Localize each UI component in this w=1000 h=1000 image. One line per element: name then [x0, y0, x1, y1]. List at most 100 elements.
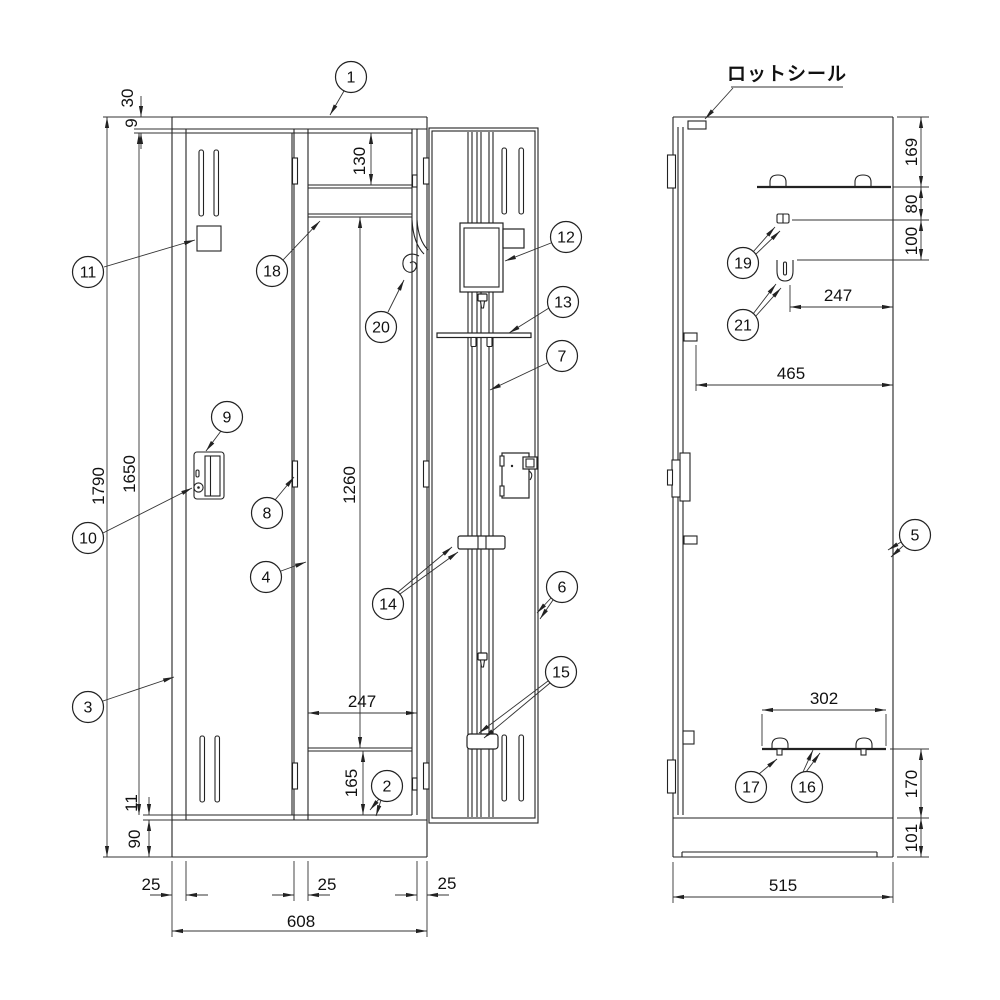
dim-total-height: 1790	[89, 467, 108, 505]
balloon-number: 15	[552, 665, 570, 682]
keyhole-slot-lower	[477, 652, 488, 668]
dim-interior-depth: 465	[777, 364, 805, 383]
extension-lines	[103, 116, 428, 937]
balloon-number: 5	[911, 528, 920, 545]
balloon-circle	[210, 400, 244, 434]
balloon-circle	[544, 655, 578, 689]
balloon-circle	[370, 769, 404, 803]
dim-top-shelf: 130	[350, 147, 369, 175]
balloon-5: 5	[887, 518, 932, 558]
balloon-leader	[802, 749, 814, 773]
balloon-circle	[71, 521, 105, 555]
balloon-8: 8	[250, 476, 295, 530]
lock-back-assembly	[499, 452, 538, 499]
balloon-circle	[71, 690, 105, 724]
dim-top-offset: 169	[902, 138, 921, 166]
mirror-bracket	[502, 228, 525, 249]
dim-shelf-depth: 302	[810, 689, 838, 708]
balloon-circle	[545, 339, 579, 373]
balloon-circle	[334, 60, 368, 94]
balloon-7: 7	[489, 339, 579, 391]
dim-bottom-shelf: 165	[342, 769, 361, 797]
lot-seal-label: ロットシール	[727, 64, 847, 85]
shelf-clip	[854, 174, 872, 187]
name-card-holder	[196, 225, 222, 252]
door-lock-handle	[193, 451, 225, 500]
balloon-leader	[539, 599, 554, 620]
balloon-leader	[754, 287, 782, 318]
balloon-number: 9	[223, 410, 232, 427]
balloon-19: 19	[726, 226, 781, 280]
balloon-number: 10	[79, 531, 97, 548]
balloon-number: 12	[557, 230, 575, 247]
balloon-leader	[478, 680, 549, 734]
balloon-leader	[483, 682, 551, 739]
balloon-number: 8	[263, 506, 272, 523]
balloon-number: 4	[262, 570, 271, 587]
balloon-number: 16	[798, 780, 816, 797]
shelf-clip	[855, 737, 873, 749]
balloon-leader	[805, 752, 821, 773]
balloon-leader	[536, 597, 552, 614]
left-door	[193, 149, 299, 803]
balloon-17: 17	[734, 758, 778, 804]
balloon-leader	[890, 545, 904, 558]
balloon-number: 19	[734, 256, 752, 273]
balloon-number: 13	[554, 295, 572, 312]
dim-wall-mid: 25	[318, 875, 337, 894]
balloon-11: 11	[71, 239, 196, 289]
rail-bracket-lower	[466, 733, 499, 750]
top-shelf-band	[308, 184, 412, 218]
balloon-1: 1	[329, 60, 368, 116]
vent-slots-bottom	[199, 735, 221, 803]
coat-hook	[402, 253, 420, 273]
balloon-3: 3	[71, 676, 175, 724]
balloon-9: 9	[205, 400, 244, 452]
door-hinges	[291, 157, 299, 790]
hook-lower	[776, 260, 794, 282]
balloon-circle	[726, 308, 760, 342]
balloon-14: 14	[371, 546, 459, 621]
open-door-panel	[422, 127, 539, 824]
balloon-circle	[255, 254, 289, 288]
bottom-shelf-side	[762, 737, 886, 756]
shelf-clip	[769, 174, 787, 187]
lot-seal-callout: ロットシール	[704, 64, 847, 120]
dim-lip: 9	[122, 118, 141, 127]
balloon-10: 10	[71, 487, 193, 555]
balloon-leader	[754, 230, 781, 256]
balloon-leader	[397, 546, 453, 593]
hook-upper	[776, 213, 790, 224]
balloon-4: 4	[249, 560, 307, 594]
dim-base-gap: 11	[122, 794, 141, 812]
balloon-number: 3	[84, 700, 93, 717]
shelf-support-tabs	[682, 332, 698, 745]
balloon-leader	[508, 307, 550, 334]
balloon-circle	[726, 246, 760, 280]
dimensions-side: 169 80 100 247 465 302 170 101 515	[672, 116, 929, 903]
door-hinges	[422, 157, 430, 790]
dim-compartment-width: 247	[348, 692, 376, 711]
balloon-circle	[250, 496, 284, 530]
balloon-number: 6	[558, 580, 567, 597]
balloon-leader	[489, 362, 548, 391]
shelf-clip	[771, 737, 789, 749]
door-shelf	[436, 332, 532, 339]
balloon-21: 21	[726, 283, 782, 342]
side-view: ロットシール	[666, 64, 894, 858]
front-view	[171, 116, 539, 858]
balloon-leader	[280, 561, 307, 572]
dim-hook-depth: 247	[824, 286, 852, 305]
balloon-12: 12	[504, 220, 583, 262]
dim-door-height: 1650	[120, 455, 139, 493]
balloon-circle	[734, 770, 768, 804]
balloon-leader	[282, 220, 321, 261]
balloon-leader	[274, 476, 295, 501]
dim-hook-rail: 1260	[340, 466, 359, 504]
wall-catches	[411, 174, 418, 791]
balloon-leader	[887, 541, 902, 551]
balloon-circle	[546, 285, 580, 319]
